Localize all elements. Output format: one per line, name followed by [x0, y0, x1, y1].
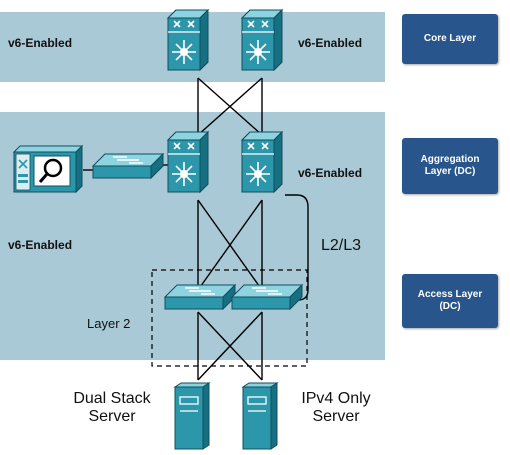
- l2l3-label: L2/L3: [321, 237, 362, 254]
- core-layer-box: Core Layer: [402, 14, 498, 64]
- core-switch-left: [167, 9, 209, 71]
- links: [83, 77, 309, 381]
- dual-stack-server-label: Dual Stack Server: [62, 390, 162, 426]
- core-switch-right: [241, 9, 283, 71]
- dual-stack-server: [174, 382, 210, 450]
- ipv4-only-line2: Server: [312, 408, 360, 425]
- aggregation-layer-line2: Layer (DC): [424, 166, 476, 177]
- aggregation-right-label: v6-Enabled: [298, 166, 363, 180]
- layer2-dashed-box: [151, 269, 308, 367]
- core-right-label: v6-Enabled: [298, 36, 363, 50]
- ipv4-only-server: [242, 382, 278, 450]
- access-switch-right: [231, 284, 303, 310]
- ids-monitor-icon: [12, 144, 84, 194]
- aggregation-switch-right: [241, 131, 283, 193]
- aggregation-layer-box: Aggregation Layer (DC): [402, 138, 498, 194]
- core-left-label: v6-Enabled: [8, 36, 73, 50]
- access-layer-box: Access Layer (DC): [402, 274, 498, 328]
- aggregation-left-label: v6-Enabled: [8, 238, 73, 252]
- ipv4-only-server-label: IPv4 Only Server: [296, 390, 376, 426]
- dual-stack-line2: Server: [88, 408, 136, 425]
- service-switch: [92, 153, 164, 179]
- layer2-label: Layer 2: [87, 316, 131, 331]
- aggregation-switch-left: [167, 131, 209, 193]
- access-switch-left: [164, 284, 236, 310]
- access-layer-line2: (DC): [439, 301, 461, 312]
- aggregation-layer-line1: Aggregation: [420, 154, 480, 165]
- access-layer-line1: Access Layer: [417, 289, 483, 300]
- ipv4-only-line1: IPv4 Only: [301, 390, 371, 407]
- core-layer-text: Core Layer: [423, 33, 477, 44]
- dual-stack-line1: Dual Stack: [73, 390, 151, 407]
